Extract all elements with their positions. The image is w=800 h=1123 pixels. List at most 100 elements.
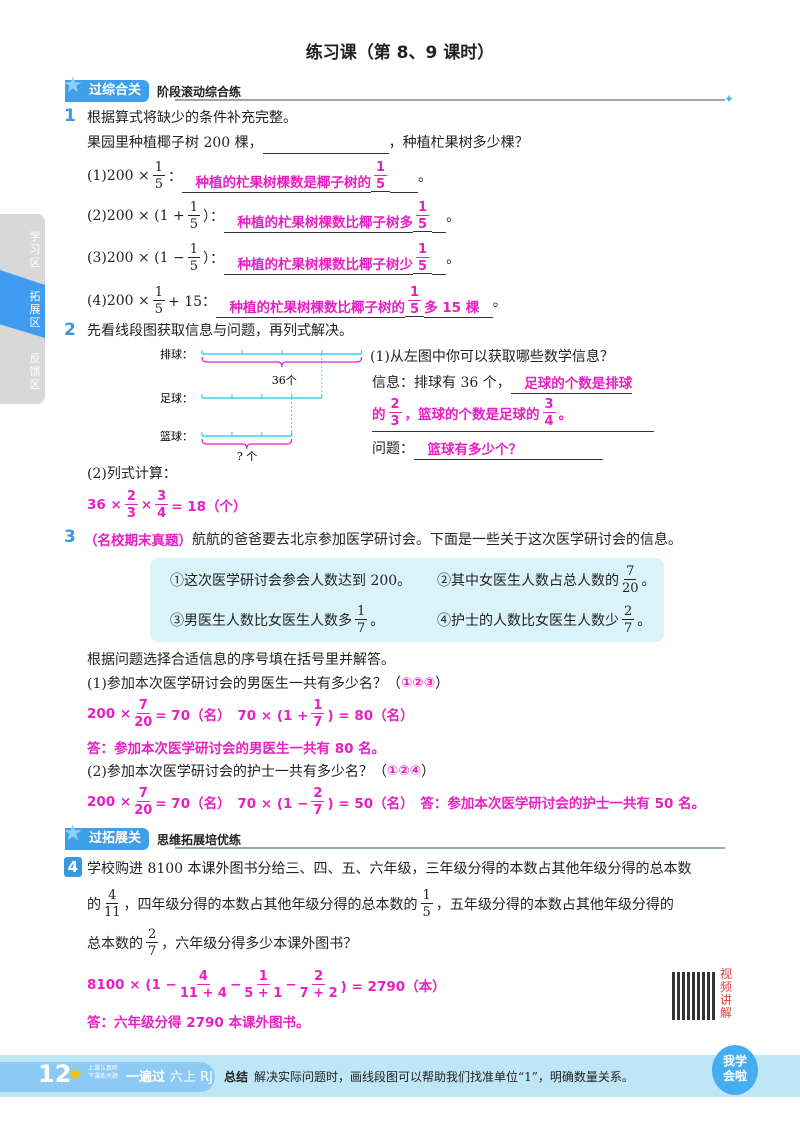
text: ） [421, 764, 436, 780]
numerator: 7 [136, 786, 150, 802]
star-icon: ✦ [724, 92, 735, 106]
denominator: 5 [418, 258, 428, 274]
question-text: 学校购进 8100 本课外图书分给三、四、五、六年级，三年级分得的本数占其他年级… [87, 856, 692, 880]
text: (4)200 × [87, 293, 150, 309]
denominator: 5 [422, 905, 431, 920]
answer-text: 种植的杧果树棵数比椰子树的 [216, 296, 406, 318]
answer-text: 多 15 棵 [424, 296, 493, 318]
info-box [150, 558, 664, 642]
text: 学校购进 8100 本课外图书分给三、四、五、六年级，三年级分得的本数占其他年级… [87, 861, 692, 877]
instruction: 根据问题选择合适信息的序号填在括号里并解答。 [87, 647, 395, 671]
text: + 15： [168, 294, 217, 310]
segment-label: 篮球： [160, 429, 193, 443]
question-prompt: 先看线段图获取信息与问题，再列式解决。 [87, 323, 353, 339]
text: ） [435, 676, 450, 692]
sidebar-tab-study[interactable]: 学习区 [29, 230, 41, 269]
text: (2)列式计算： [87, 466, 177, 482]
blank-field [390, 171, 419, 193]
text: (2)参加本次医学研讨会的护士一共有多少名？（ [87, 764, 387, 780]
numerator: 1 [355, 604, 368, 620]
summary-text: 解决实际问题时，画线段图可以帮助我们找准单位“1”，明确数量关系。 [254, 1070, 634, 1084]
numerator: 1 [187, 242, 201, 258]
text: 问题： [372, 441, 414, 457]
sidebar-tab-extend[interactable]: 拓展区 [29, 290, 41, 329]
sub-question: (1)从左图中你可以获取哪些数学信息？ [370, 344, 614, 368]
answer-text: 种植的杧果树棵数比椰子树少 [224, 253, 414, 275]
banner-subtitle: 思维拓展培优练 [157, 832, 242, 847]
unknown-label: ? 个 [237, 450, 257, 462]
brand-logo: 一遍过 [126, 1070, 166, 1085]
denominator: 5 [418, 216, 428, 232]
blank-field [262, 132, 389, 154]
answer-text: 种植的杧果树棵数是椰子树的 [182, 171, 372, 193]
blank-field [432, 211, 447, 233]
answer-text: 36 × [87, 497, 122, 513]
answer-text: − [285, 977, 297, 993]
denominator: 5 + 1 [244, 986, 283, 1001]
answer-text: 答：六年级分得 2790 本课外图书。 [87, 1015, 310, 1031]
text: (1)从左图中你可以获取哪些数学信息？ [370, 349, 614, 365]
answer-text: = 18（个） [171, 499, 247, 515]
footer-brand-pill [0, 1062, 215, 1092]
total-brace [201, 356, 363, 368]
answer-text: （名校期末真题） [84, 533, 192, 549]
numerator: 1 [420, 888, 433, 904]
numerator: 2 [311, 786, 325, 802]
segment-label: 足球： [160, 391, 193, 405]
numerator: 1 [416, 199, 430, 216]
numerator: 1 [416, 241, 430, 258]
text: 。 [370, 613, 385, 629]
qr-code[interactable] [672, 972, 716, 1020]
answer-text: 种植的杧果树棵数比椰子树多 [224, 211, 414, 233]
denominator: 4 [544, 414, 554, 429]
star-mascot-icon: ★ [63, 821, 83, 846]
sub-question: (2)参加本次医学研讨会的护士一共有多少名？（ ①②④ ） [87, 759, 435, 783]
denominator: 3 [390, 414, 400, 429]
answer-text: = 70（名） 70 × (1 + [155, 708, 309, 724]
answer-text: 的 [372, 407, 386, 423]
sidebar-tab-feedback[interactable]: 反馈区 [29, 352, 41, 391]
numerator: 2 [312, 969, 326, 985]
denominator: 20 [134, 715, 153, 730]
numerator: 1 [152, 285, 166, 301]
text: (3)200 × (1 − [87, 250, 185, 266]
star-mascot-icon: ★ [67, 1064, 84, 1085]
info-item: ①这次医学研讨会参会人数达到 200。 [170, 568, 411, 592]
answer-text: = 70（名） 70 × (1 − [155, 796, 309, 812]
answer-text: ) = 80（名） [327, 708, 414, 724]
info-line: 信息：排球有 36 个， 足球的个数是排球 [372, 370, 633, 394]
segment-label: 排球： [160, 347, 193, 361]
numerator: 1 [408, 284, 422, 301]
denominator: 5 [189, 217, 199, 232]
numerator: 2 [622, 604, 635, 620]
numerator: 1 [311, 698, 325, 714]
total-label: 36个 [272, 374, 297, 387]
denominator: 5 [376, 176, 386, 192]
text: 。 [418, 169, 433, 185]
answer-text: 答：参加本次医学研讨会的男医生一共有 80 名。 [87, 741, 386, 757]
text: (1)参加本次医学研讨会的男医生一共有多少名？（ [87, 676, 401, 692]
video-explanation-label[interactable]: 视频讲解 [720, 967, 733, 1020]
text: (2)200 × (1 + [87, 208, 185, 224]
